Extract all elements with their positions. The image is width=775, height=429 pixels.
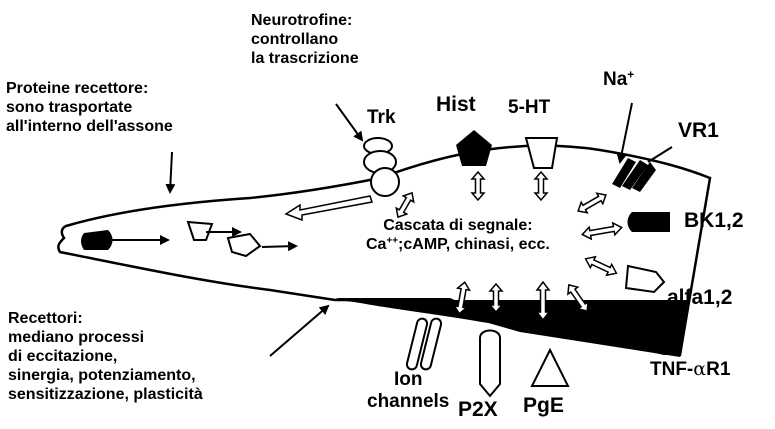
signal-arrow [581,222,622,241]
receptor-proteins-label: Proteine recettore: sono trasportate all… [6,80,173,137]
signal-arrow [490,284,502,312]
cascade-ca: Ca [366,236,386,253]
receptors-line: sensitizzazione, plasticità [8,386,203,405]
5ht-label: 5-HT [508,97,550,119]
cascade-ca-sup: ++ [386,235,398,246]
na-text: Na [603,69,627,90]
p2x-channel-icon [480,331,500,397]
p2x-label: P2X [458,398,498,423]
trk-receptor-icon [371,168,399,196]
retrograde-arrow [286,196,372,220]
bk12-label: BK1,2 [684,209,744,234]
receptor-proteins-line: sono trasportate [6,99,173,118]
vr1-pointer-line [648,147,672,162]
cascade-label: Cascata di segnale: Ca++;cAMP, chinasi, … [366,217,550,255]
ion-channels-line: channels [367,391,449,413]
signal-arrow [393,190,417,220]
signal-arrow [583,253,619,278]
tnf-label: TNF-αR1 [650,358,730,381]
pge-receptor-icon [532,350,568,386]
hist-label: Hist [436,93,476,118]
trk-label: Trk [367,107,396,129]
5ht-receptor-icon [526,138,557,168]
ion-channels-line: Ion [367,369,449,391]
neurotrophin-arrow [336,104,362,140]
ion-channels-label: Ion channels [367,369,449,414]
receptor-vesicle-dark-icon [81,230,113,250]
vr1-label: VR1 [678,119,719,144]
na-label: Na+ [603,69,634,91]
tnf-text-b: R1 [706,359,730,380]
signal-arrow [575,190,609,216]
receptors-line: mediano processi [8,329,203,348]
cascade-rest: ;cAMP, chinasi, ecc. [398,236,550,253]
neurotrophins-line: controllano [251,31,359,50]
cascade-line: Ca++;cAMP, chinasi, ecc. [366,236,550,255]
neurotrophins-line: la trascrizione [251,50,359,69]
transport-arrow [262,246,296,247]
receptors-line: Recettori: [8,310,203,329]
receptors-line: sinergia, potenziamento, [8,367,203,386]
signal-arrow [535,172,547,200]
neurotrophins-line: Neurotrofine: [251,12,359,31]
na-sup: + [627,69,634,82]
alfa12-label: alfa1,2 [667,286,732,311]
neurotrophins-label: Neurotrofine: controllano la trascrizion… [251,12,359,69]
alfa-receptor-icon [626,266,664,292]
tnf-text-a: TNF- [650,359,693,380]
receptors-label: Recettori: mediano processi di eccitazio… [8,310,203,404]
receptor-proteins-line: all'interno dell'assone [6,118,173,137]
receptor-proteins-line: Proteine recettore: [6,80,173,99]
receptor-arrow [270,306,328,356]
vr1-channel-icon [612,158,656,192]
receptor-protein-arrow [170,152,172,192]
tnf-alpha: α [693,358,706,380]
receptor-vesicle-shard-icon [228,234,260,256]
hist-receptor-icon [456,130,492,166]
na-ion-arrow [620,103,632,162]
cascade-line: Cascata di segnale: [366,217,550,236]
bk-receptor-icon [628,212,671,232]
receptors-line: di eccitazione, [8,348,203,367]
signal-arrow [472,172,484,200]
pge-label: PgE [523,394,564,419]
